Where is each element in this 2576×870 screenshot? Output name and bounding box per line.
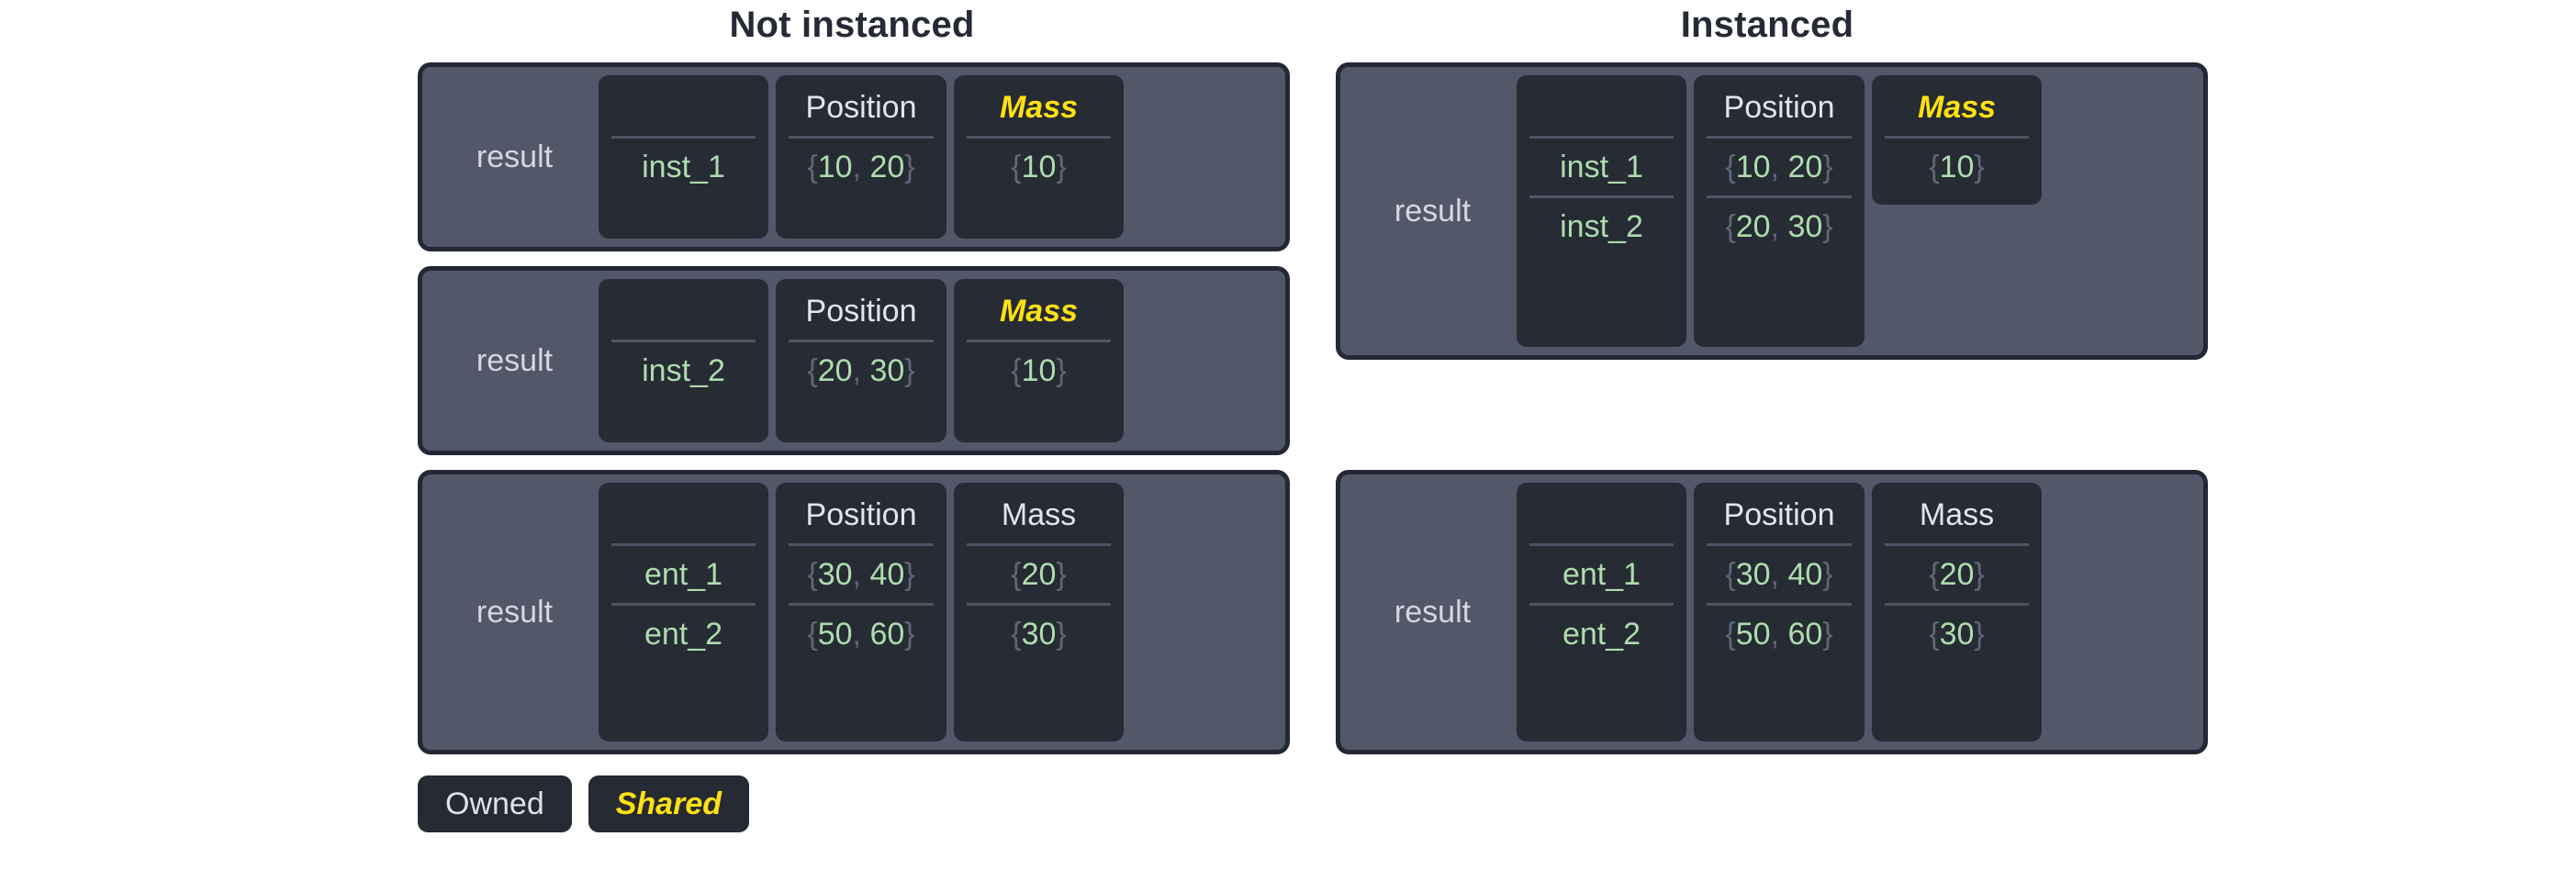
cell-position: {20, 30}	[789, 340, 934, 399]
column-header-blank	[611, 283, 756, 340]
column-position: Position {10, 20}	[776, 75, 946, 239]
result-block-inst-1: result inst_1 Position {10, 20} Mass {10…	[418, 62, 1290, 251]
column-mass: Mass {10}	[1872, 75, 2042, 205]
column-header-mass: Mass	[1919, 497, 1995, 532]
column-name: inst_1 inst_2	[1517, 75, 1686, 347]
cell-mass: {20}	[1885, 543, 2029, 603]
column-header-mass: Mass	[999, 90, 1079, 125]
column-header-mass: Mass	[999, 294, 1079, 329]
column-title-not-instanced: Not instanced	[729, 5, 975, 45]
column-name: ent_1 ent_2	[1517, 483, 1686, 742]
block-columns: inst_1 Position {10, 20} Mass {10}	[599, 75, 1277, 239]
column-mass: Mass {10}	[954, 75, 1124, 239]
cell-name: inst_1	[611, 136, 756, 195]
block-columns: inst_2 Position {20, 30} Mass {10}	[599, 279, 1277, 442]
cell-mass: {10}	[967, 136, 1111, 195]
column-header-position: Position	[805, 294, 917, 329]
column-header-blank	[1529, 79, 1674, 136]
cell-position: {30, 40}	[789, 543, 934, 603]
column-name: inst_2	[599, 279, 768, 442]
block-label: result	[1394, 594, 1472, 630]
cell-mass: {10}	[1885, 136, 2029, 195]
legend: Owned Shared	[418, 775, 749, 832]
legend-chip-shared: Shared	[588, 775, 749, 832]
result-block-entities-right: result ent_1 ent_2 Position {30, 40} {50…	[1336, 470, 2208, 754]
cell-mass: {20}	[967, 543, 1111, 603]
cell-position: {50, 60}	[789, 603, 934, 663]
cell-position: {10, 20}	[789, 136, 934, 195]
column-mass: Mass {20} {30}	[954, 483, 1124, 742]
cell-position: {30, 40}	[1707, 543, 1852, 603]
cell-name: ent_1	[611, 543, 756, 603]
cell-position: {50, 60}	[1707, 603, 1852, 663]
cell-position: {20, 30}	[1707, 195, 1852, 255]
result-block-inst-2: result inst_2 Position {20, 30} Mass {10…	[418, 266, 1290, 455]
block-label: result	[476, 342, 554, 378]
column-title-instanced: Instanced	[1680, 5, 1854, 45]
column-header-blank	[611, 79, 756, 136]
block-label: result	[1394, 193, 1472, 229]
result-block-entities-left: result ent_1 ent_2 Position {30, 40} {50…	[418, 470, 1290, 754]
column-header-blank	[611, 486, 756, 543]
block-columns: inst_1 inst_2 Position {10, 20} {20, 30}…	[1517, 75, 2195, 347]
block-columns: ent_1 ent_2 Position {30, 40} {50, 60} M…	[599, 483, 1277, 742]
cell-mass: {10}	[967, 340, 1111, 399]
column-name: ent_1 ent_2	[599, 483, 768, 742]
block-label: result	[476, 139, 554, 174]
column-position: Position {10, 20} {20, 30}	[1694, 75, 1865, 347]
column-position: Position {30, 40} {50, 60}	[776, 483, 946, 742]
cell-name: ent_2	[1529, 603, 1674, 663]
cell-name: ent_1	[1529, 543, 1674, 603]
cell-name: inst_2	[1529, 195, 1674, 255]
column-header-position: Position	[805, 90, 917, 125]
column-header-mass: Mass	[1917, 90, 1997, 125]
cell-mass: {30}	[1885, 603, 2029, 663]
result-block-instanced: result inst_1 inst_2 Position {10, 20} {…	[1336, 62, 2208, 360]
cell-name: ent_2	[611, 603, 756, 663]
cell-name: inst_1	[1529, 136, 1674, 195]
column-header-position: Position	[805, 497, 917, 532]
column-position: Position {30, 40} {50, 60}	[1694, 483, 1865, 742]
cell-mass: {30}	[967, 603, 1111, 663]
cell-position: {10, 20}	[1707, 136, 1852, 195]
column-header-blank	[1529, 486, 1674, 543]
column-mass: Mass {20} {30}	[1872, 483, 2042, 742]
column-name: inst_1	[599, 75, 768, 239]
column-mass: Mass {10}	[954, 279, 1124, 442]
column-header-position: Position	[1723, 497, 1835, 532]
column-header-position: Position	[1723, 90, 1835, 125]
column-position: Position {20, 30}	[776, 279, 946, 442]
column-header-mass: Mass	[1001, 497, 1077, 532]
block-columns: ent_1 ent_2 Position {30, 40} {50, 60} M…	[1517, 483, 2195, 742]
block-label: result	[476, 594, 554, 630]
cell-name: inst_2	[611, 340, 756, 399]
legend-chip-owned: Owned	[418, 775, 572, 832]
